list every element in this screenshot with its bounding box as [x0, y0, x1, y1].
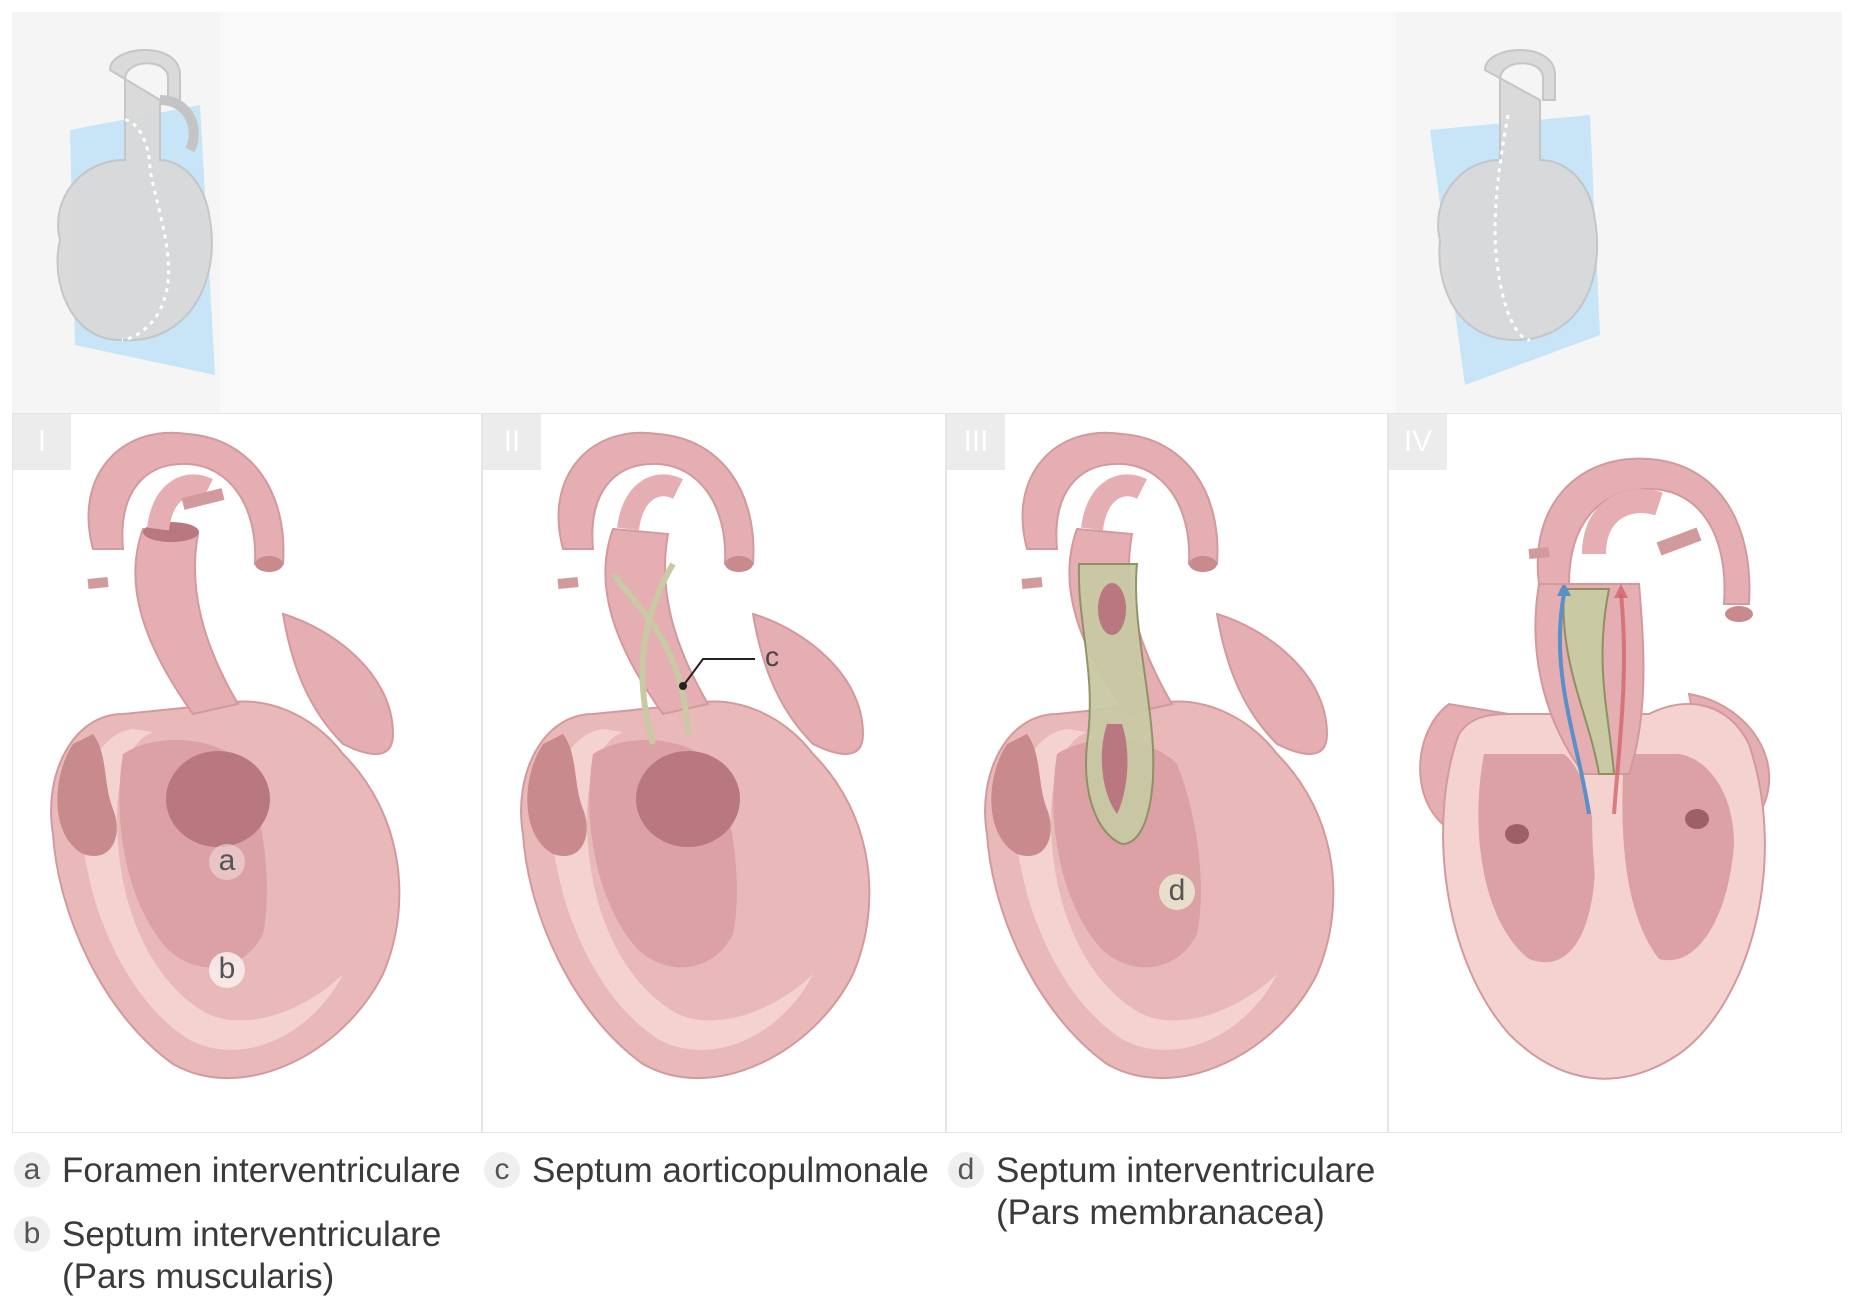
orientation-thumbnail-left: [56, 49, 215, 375]
stage-numeral: III: [947, 414, 1005, 470]
marker-b: b: [209, 952, 245, 988]
heart-illustration-stage-3: [984, 431, 1335, 1080]
stage-numeral: II: [483, 414, 541, 470]
legend-key-c: c: [484, 1152, 520, 1188]
marker-a: a: [209, 844, 245, 880]
stage-numeral: IV: [1389, 414, 1447, 470]
legend-item-c: c Septum aorticopulmonale: [484, 1150, 929, 1192]
legend-label: Septum interventriculare: [62, 1215, 442, 1254]
legend-key-b: b: [14, 1216, 50, 1252]
legend-item-b: b Septum interventriculare(Pars musculari…: [14, 1214, 441, 1298]
legend-label: Septum interventriculare: [996, 1151, 1376, 1190]
heart-illustration-stage-1: [50, 431, 401, 1080]
orientation-thumbnail-right: [1430, 49, 1600, 385]
marker-d: d: [1159, 874, 1195, 910]
legend-key-a: a: [14, 1152, 50, 1188]
stage-numeral: I: [13, 414, 71, 470]
panel-stage-1: I a b: [12, 413, 482, 1133]
heart-illustration-stage-2: [520, 431, 871, 1080]
legend-label: Foramen interventriculare: [62, 1151, 461, 1190]
panel-stage-2: II c: [482, 413, 946, 1133]
legend-sublabel: (Pars membranacea): [996, 1193, 1325, 1232]
legend-item-a: a Foramen interventriculare: [14, 1150, 461, 1192]
heart-illustration-stage-4: [1419, 457, 1771, 1080]
panel-stage-3: III d: [946, 413, 1388, 1133]
panel-stage-4: IV: [1388, 413, 1842, 1133]
marker-c: c: [765, 641, 779, 672]
legend-item-d: d Septum interventriculare(Pars membranac…: [948, 1150, 1375, 1234]
legend-sublabel: (Pars muscularis): [62, 1257, 335, 1296]
legend-key-d: d: [948, 1152, 984, 1188]
legend-label: Septum aorticopulmonale: [532, 1151, 929, 1190]
